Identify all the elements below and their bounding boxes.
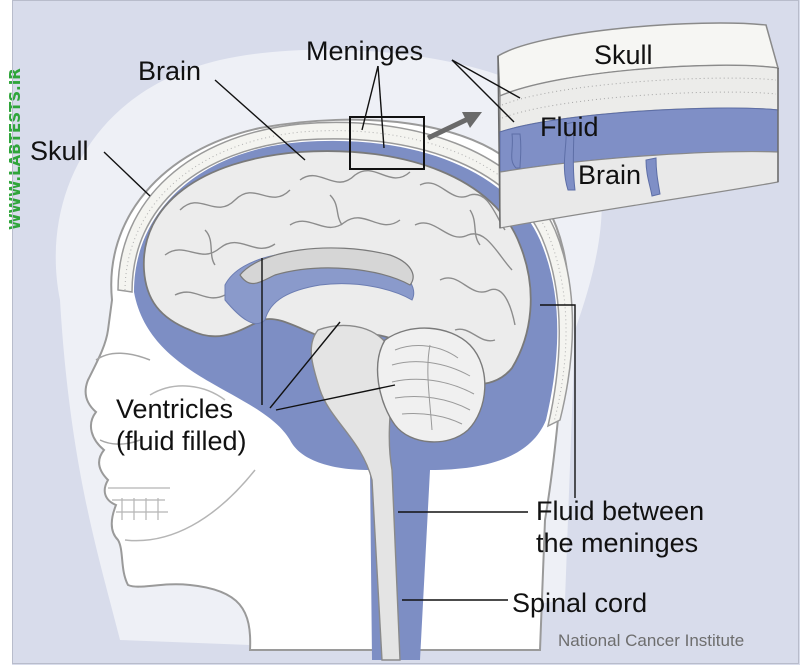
inset-folds [511,121,661,197]
inset-label-fluid: Fluid [540,112,599,142]
leader-meninges-3 [451,59,515,123]
label-ventricles-line2: (fluid filled) [116,426,247,456]
left-margin [0,0,12,665]
inset-skull-texture [501,77,777,119]
zoom-arrow-head [462,112,482,128]
skull-bone [117,121,574,428]
panel-frame [12,0,799,664]
zoom-box [349,116,425,170]
credit-text: National Cancer Institute [558,631,744,650]
corpus-callosum [239,247,414,286]
label-fluid-between-line2: the meninges [536,528,698,558]
leader-fluid-between [398,304,576,513]
leader-ventricles-2 [269,321,341,409]
label-spinal-cord: Spinal cord [512,588,647,618]
label-meninges: Meninges [306,36,423,66]
leader-lines [103,59,576,601]
leader-meninges-1 [361,65,379,131]
leader-ventricles-3 [275,384,396,411]
skull-texture [124,130,567,423]
inset-block [497,22,780,229]
leader-meninges-4 [451,59,521,99]
inset-label-skull: Skull [594,40,653,70]
jaw-line [124,469,256,542]
brain-folds [164,169,516,342]
label-skull: Skull [30,136,89,166]
watermark-text: WWW.LABTESTS.IR [6,68,24,230]
cheekbone [149,385,226,401]
brainstem [310,324,401,661]
label-brain: Brain [138,56,201,86]
label-fluid-between-line1: Fluid between [536,496,704,526]
inset-label-brain: Brain [578,160,641,190]
leader-meninges-2 [377,65,385,149]
cerebellum [377,327,486,443]
nose-detail [99,439,141,445]
label-ventricles-line1: Ventricles [116,394,233,424]
zoom-arrow [426,115,472,141]
teeth [108,487,170,520]
inset-outline [497,55,779,229]
leader-brain [214,79,306,161]
eye-brow [95,352,151,361]
leader-skull [103,151,151,197]
